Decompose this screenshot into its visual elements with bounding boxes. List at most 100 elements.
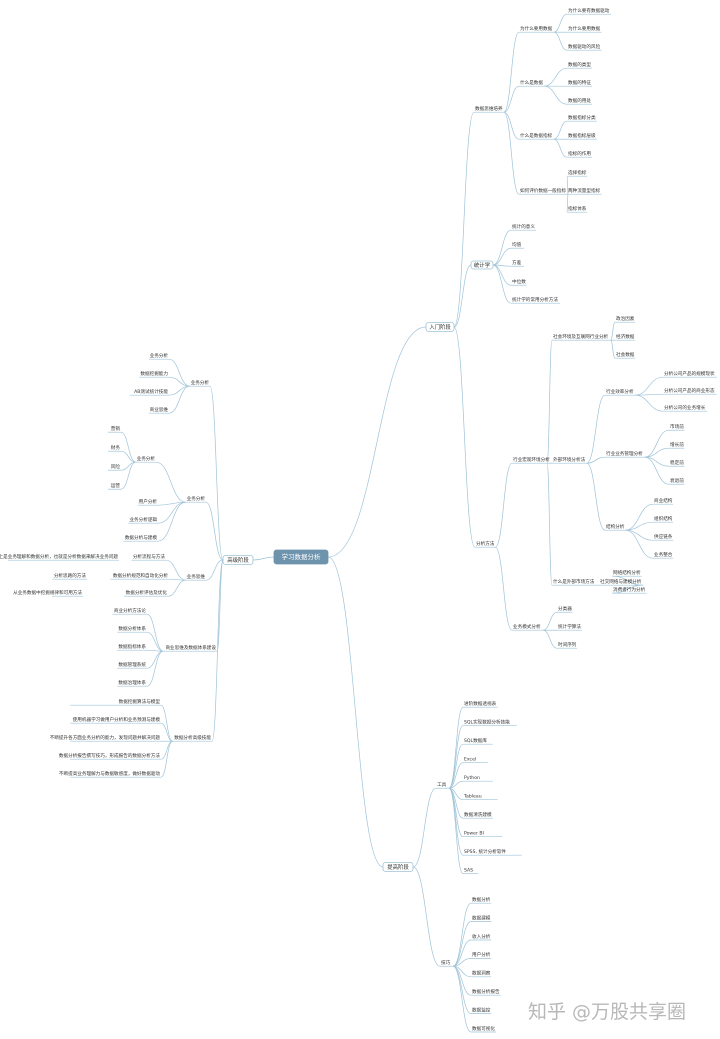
node-gaoji-item[interactable]: 用户分析 — [139, 498, 158, 505]
node-gaoji-item[interactable]: 业务分析逻辑 — [129, 516, 157, 523]
node-methods-item[interactable]: 衰退前 — [670, 477, 684, 484]
node-tools[interactable]: 工具 — [437, 782, 447, 788]
node-methods-item[interactable]: 分类器 — [558, 605, 572, 612]
node-dt-item[interactable]: 数据指标层级 — [568, 132, 596, 139]
node-stats-item[interactable]: 均值 — [512, 241, 522, 248]
node-methods-item[interactable]: 市场前 — [670, 423, 684, 430]
node-gaoji-item[interactable]: 不断提升各方面业务分析的能力，发现问题并解决问题 — [50, 734, 161, 741]
node-gaoji-item[interactable]: 商业思维 — [150, 406, 169, 413]
node-gaoji-sub[interactable]: 数据分析评估及优化 — [126, 589, 168, 596]
node-gaoji-item[interactable]: 业务分析 — [150, 352, 169, 359]
node-gaoji-item[interactable]: 使用机器学习做用户分析和业务预测与建模 — [73, 716, 161, 723]
node-stats-item[interactable]: 中位数 — [512, 278, 526, 285]
node-gaoji-child[interactable]: 数据分析高级技能 — [174, 734, 211, 741]
node-tools-item[interactable]: 数据清洗建模 — [464, 811, 492, 818]
node-dt-item[interactable]: 数据指标分类 — [568, 114, 596, 121]
node-methods-item[interactable]: 供应链条 — [654, 533, 673, 540]
node-skills-item[interactable]: 数据可视化 — [472, 1025, 495, 1032]
node-data-thinking[interactable]: 数据思维培养 — [475, 105, 503, 112]
node-dt-item[interactable]: 数据的特征 — [568, 79, 591, 86]
node-stats-box[interactable] — [470, 260, 494, 270]
node-dt-item[interactable]: 两种流量型指标 — [568, 187, 601, 194]
node-gaoji-sub[interactable]: 数据分析规范和自动化分析 — [113, 572, 169, 579]
node-methods-item[interactable]: 稳定前 — [670, 459, 684, 466]
node-methods-group[interactable]: 行业效率分析 — [606, 388, 634, 395]
node-gaoji-child[interactable]: 业务分析 — [187, 495, 206, 502]
branch-tigao-box[interactable] — [382, 862, 414, 872]
node-gaoji-item[interactable]: 数据分析体系 — [118, 625, 146, 632]
node-stats-item[interactable]: 统计的意义 — [512, 223, 535, 230]
node-methods-item[interactable]: 统计学算法 — [558, 623, 581, 630]
node-methods-sub[interactable]: 业务模式分析 — [513, 623, 541, 630]
node-gaoji-item[interactable]: 财务 — [111, 444, 121, 451]
node-dt-group[interactable]: 什么是数据指标 — [520, 132, 553, 139]
node-dt-item[interactable]: 数据驱动的风险 — [568, 43, 601, 50]
node-gaoji-item[interactable]: 不断提高业务理解力与数据敏感度，做好数据驱动 — [59, 770, 160, 777]
node-gaoji-item[interactable]: 分析思路的方法 — [54, 572, 87, 579]
node-methods-group[interactable]: 社会环境及互联网行业分析 — [553, 333, 609, 340]
node-methods-item[interactable]: 分析公司产品的商业形态 — [664, 387, 715, 394]
node-dt-item[interactable]: 选择指标 — [568, 169, 587, 176]
node-methods-item[interactable]: 时间序列 — [558, 641, 577, 648]
node-tools-item[interactable]: Excel — [464, 757, 476, 763]
node-methods-sub[interactable]: 行业宏观环境分析 — [513, 456, 550, 463]
node-gaoji-item[interactable]: 数据管理系统 — [118, 661, 146, 668]
node-gaoji-item[interactable]: 数据分析与建模 — [125, 534, 158, 541]
node-methods-item[interactable]: 组织结构 — [654, 515, 673, 522]
node-methods-item[interactable]: 经济数据 — [616, 333, 635, 340]
node-dt-item[interactable]: 指标的作用 — [568, 150, 591, 157]
node-stats-item[interactable]: 方差 — [512, 259, 522, 266]
node-gaoji-group[interactable]: 业务分析 — [137, 455, 156, 462]
node-methods-item[interactable]: 分析公司产品的规模现状 — [664, 370, 715, 377]
node-gaoji-item[interactable]: AB测试统计技能 — [134, 388, 168, 395]
node-gaoji-item[interactable]: 数据治理体系 — [118, 679, 146, 686]
node-gaoji-item[interactable]: 数据挖掘能力 — [140, 370, 168, 377]
node-tools-item[interactable]: SPSS, 统计分析软件 — [464, 848, 506, 855]
node-gaoji-item[interactable]: 业务分析方法论：本质上是业务理解和数据分析，也就是分析数据来解决业务问题 — [0, 553, 118, 560]
node-methods-group[interactable]: 社交网络与建模分析 — [600, 578, 642, 585]
node-skills-item[interactable]: 用户分析 — [472, 951, 491, 958]
node-gaoji-sub[interactable]: 分析流程与方法 — [133, 553, 166, 560]
node-methods-group[interactable]: 行业业务管理分析 — [606, 450, 643, 457]
node-methods-item[interactable]: 增长前 — [670, 441, 684, 448]
node-gaoji-item[interactable]: 营销 — [111, 425, 121, 432]
node-tools-item[interactable]: Tableau — [463, 794, 482, 800]
node-dt-group[interactable]: 什么是数据 — [520, 79, 543, 86]
node-dt-item[interactable]: 为什么要有数据驱动 — [568, 7, 610, 14]
node-tools-item[interactable]: 进阶数据透视表 — [464, 700, 497, 707]
node-skills-item[interactable]: 数据分析报告 — [472, 988, 500, 995]
node-methods-group[interactable]: 结构分析 — [606, 523, 625, 530]
node-methods-item[interactable]: 业务整合 — [654, 551, 673, 558]
node-skills-item[interactable]: 数据洞察 — [472, 970, 491, 977]
node-gaoji-item[interactable]: 数据挖掘算法与模型 — [119, 698, 161, 705]
node-gaoji-item[interactable]: 风险 — [111, 463, 121, 470]
branch-gaoji-box[interactable] — [222, 555, 254, 565]
node-gaoji-child[interactable]: 业务思维 — [187, 573, 206, 580]
node-gaoji-item[interactable]: 商业分析方法论 — [114, 607, 147, 614]
node-tools-item[interactable]: Power BI — [464, 831, 484, 837]
node-dt-item[interactable]: 指标体系 — [568, 205, 587, 212]
node-methods-item[interactable]: 消费者行为分析 — [613, 586, 646, 593]
node-dt-group[interactable]: 为什么要用数据 — [520, 25, 553, 32]
node-skills-item[interactable]: 收入分析 — [472, 933, 491, 940]
node-methods-item[interactable]: 商业结构 — [654, 497, 673, 504]
node-tools-item[interactable]: Python — [464, 775, 480, 781]
node-gaoji-item[interactable]: 数据分析报告撰写技巧，形成报告的数据分析方法 — [59, 752, 160, 759]
node-gaoji-item[interactable]: 运营 — [111, 482, 121, 489]
node-methods-group[interactable]: 什么是外部市场方法 — [553, 578, 595, 585]
node-skills-item[interactable]: 数据建模 — [472, 914, 491, 921]
node-methods[interactable]: 分析方法 — [476, 540, 495, 547]
node-skills[interactable]: 技巧 — [441, 959, 451, 966]
node-gaoji-item[interactable]: 从业务数据中挖掘规律和可用方法 — [13, 589, 82, 596]
branch-rumen-box[interactable] — [425, 322, 455, 332]
node-methods-item[interactable]: 分析公司的业务增长 — [664, 404, 706, 411]
node-gaoji-child[interactable]: 商业思维及数据体系建设 — [165, 644, 216, 651]
node-tools-item[interactable]: SAS — [464, 868, 473, 874]
node-dt-item[interactable]: 数据的用处 — [568, 97, 591, 104]
node-methods-item[interactable]: 政治因素 — [616, 315, 635, 322]
node-methods-group[interactable]: 外部环境分析法 — [553, 456, 586, 463]
node-tools-item[interactable]: SQL数据库 — [464, 737, 487, 744]
node-dt-item[interactable]: 数据的类型 — [568, 61, 591, 68]
node-skills-item[interactable]: 数据监控 — [472, 1006, 491, 1013]
